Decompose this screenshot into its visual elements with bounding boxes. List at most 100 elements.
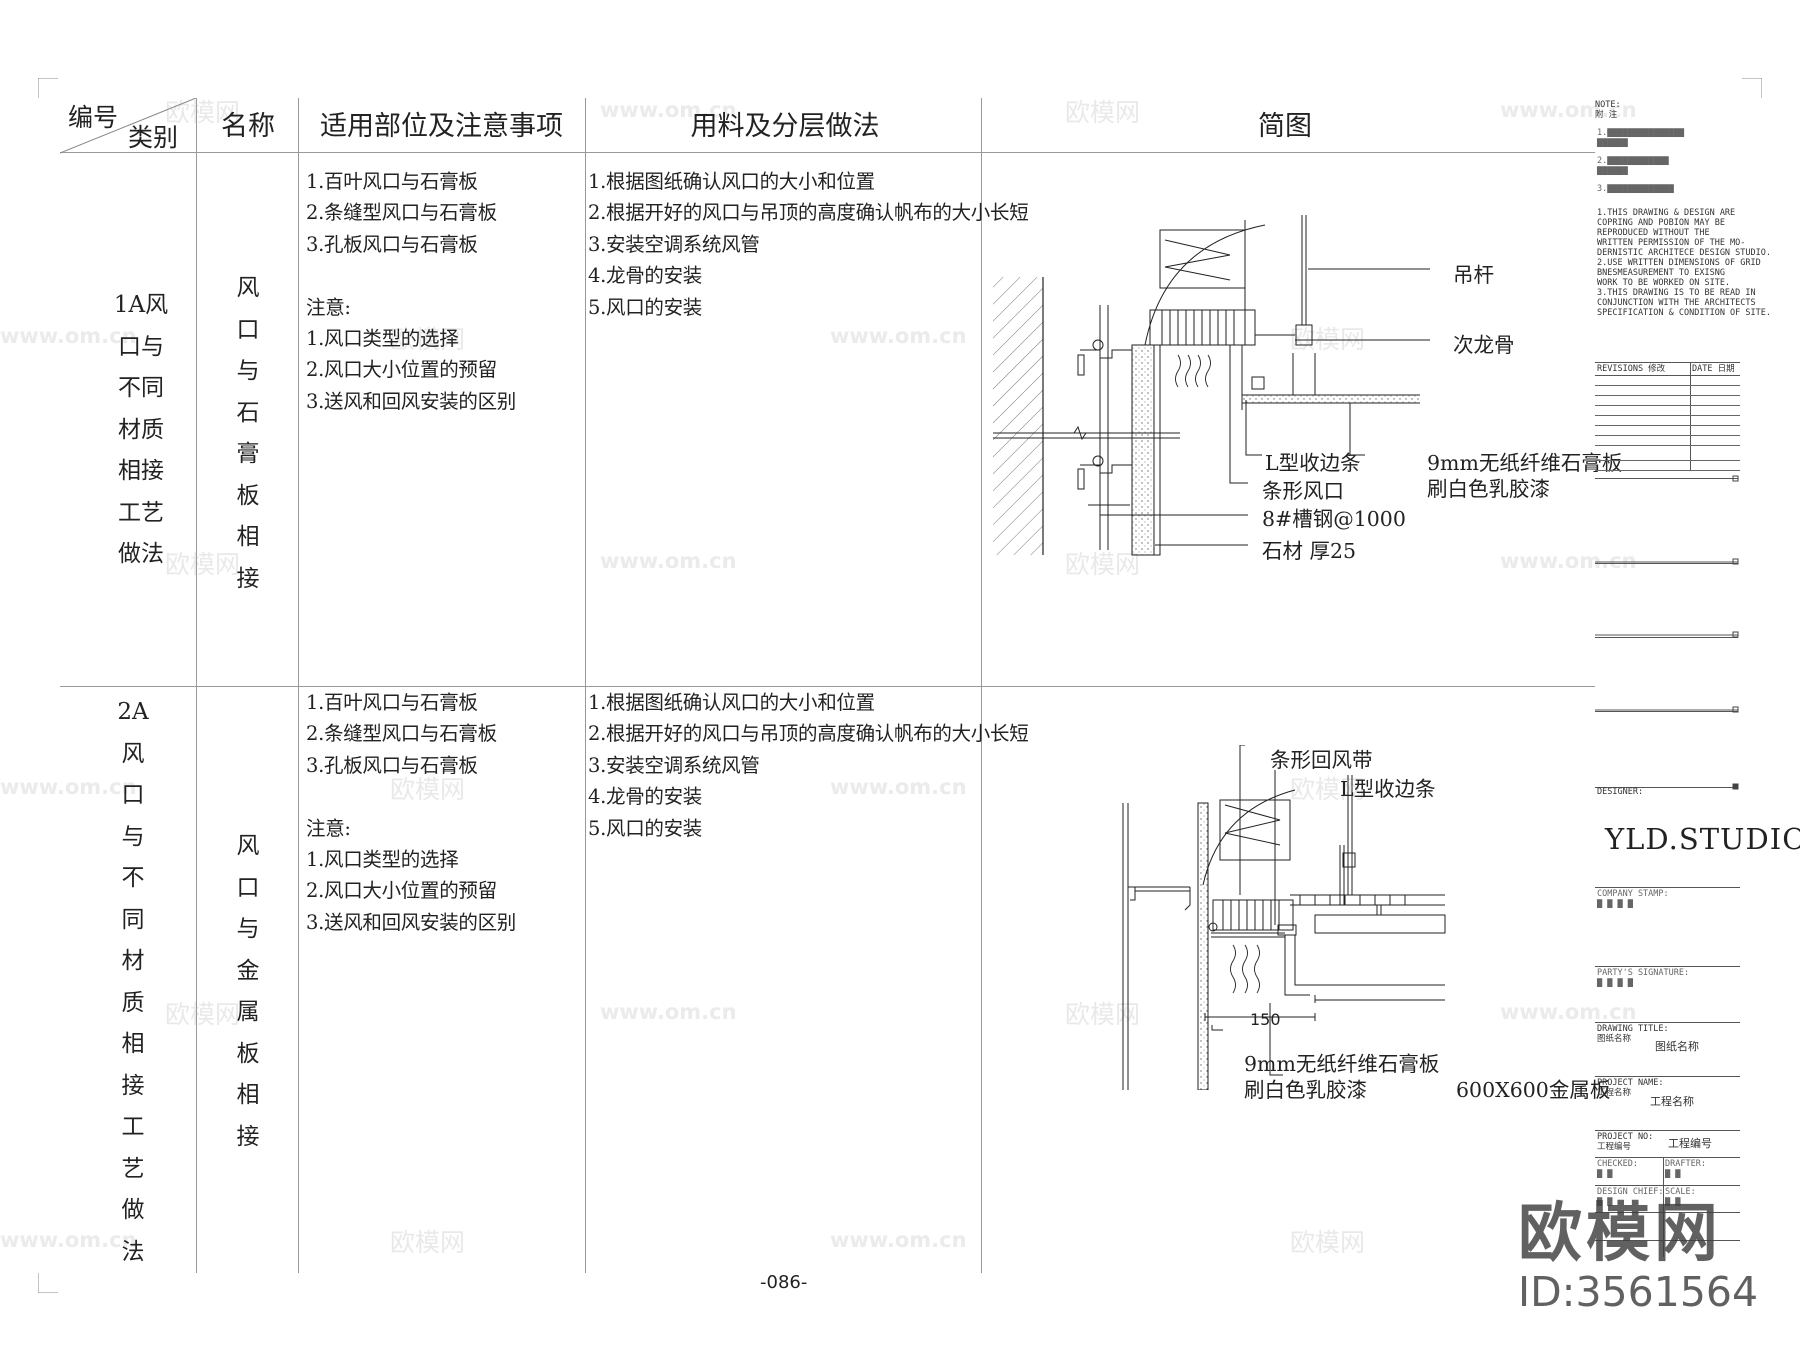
tb-cn-notes: 1.▇▇▇▇▇▇▇▇▇▇▇▇▇▇▇ ▇▇▇▇▇▇2.▇▇▇▇▇▇▇▇▇▇▇▇ ▇… <box>1597 128 1684 194</box>
watermark-site: www.om.cn <box>0 775 137 799</box>
watermark-id: ID:3561564 <box>1518 1268 1759 1316</box>
tb-designer-label: DESIGNER: <box>1597 787 1644 797</box>
row1-name: 风口与石膏板相接 <box>236 275 260 592</box>
tb-small: DESIGN CHIEF:▇ ▇ <box>1597 1187 1664 1207</box>
row1-method-list: 1.根据图纸确认风口的大小和位置 2.根据开好的风口与吊顶的高度确认帆布的大小长… <box>588 166 1029 323</box>
list-item: 2.根据开好的风口与吊顶的高度确认帆布的大小长短 <box>588 201 1029 225</box>
list-item: 1.百叶风口与石膏板 <box>306 691 478 714</box>
tb-rule <box>1595 425 1740 426</box>
list-item: 3.孔板风口与石膏板 <box>306 232 478 256</box>
watermark-site: www.om.cn <box>830 775 967 799</box>
column-rule <box>981 98 982 1273</box>
label-board: 9mm无纸纤维石膏板 <box>1244 1052 1440 1076</box>
list-item: 1.百叶风口与石膏板 <box>306 170 478 193</box>
list-item: 2.根据开好的风口与吊顶的高度确认帆布的大小长短 <box>588 722 1029 746</box>
tb-rule <box>1595 711 1738 712</box>
label-stone: 石材 厚25 <box>1262 539 1357 563</box>
row1-scope-list: 1.百叶风口与石膏板 2.条缝型风口与石膏板 3.孔板风口与石膏板 注意: 1.… <box>306 166 516 417</box>
list-item: 5.风口的安装 <box>588 295 703 319</box>
tb-rule <box>1595 445 1740 446</box>
tb-rule <box>1595 887 1740 888</box>
list-item: 3.安装空调系统风管 <box>588 753 760 777</box>
tb-rule <box>1595 395 1740 396</box>
watermark-site: www.om.cn <box>1500 1000 1637 1024</box>
label-dimension: 150 <box>1250 1010 1281 1029</box>
tb-rule <box>1595 375 1740 376</box>
tb-rule <box>1595 470 1740 471</box>
list-item: 3.送风和回风安装的区别 <box>306 910 517 934</box>
tb-rule <box>1595 415 1740 416</box>
list-item: 4.龙骨的安装 <box>588 785 703 809</box>
column-rule <box>298 98 299 1273</box>
note-title: 注意: <box>306 816 351 840</box>
tb-small: CHECKED:▇ ▇ <box>1597 1159 1638 1179</box>
list-item: 2.风口大小位置的预留 <box>306 358 497 382</box>
watermark-brand: 欧模网 <box>165 98 241 127</box>
watermark-brand: 欧模网 <box>390 1228 466 1257</box>
tb-note: NOTE:附 注 <box>1595 100 1621 120</box>
row2-detail-drawing <box>1122 745 1446 1090</box>
header-method: 用料及分层做法 <box>690 111 880 142</box>
list-item: 1.风口类型的选择 <box>306 326 459 350</box>
list-item: 3.送风和回风安装的区别 <box>306 389 517 413</box>
header-bottom-rule <box>60 152 1595 153</box>
label-l-trim: L型收边条 <box>1340 777 1436 801</box>
row2-name: 风口与金属板相接 <box>236 833 260 1150</box>
label-hanger: 吊杆 <box>1453 263 1494 287</box>
list-item: 5.风口的安装 <box>588 816 703 840</box>
tb-project-no: PROJECT NO:工程编号 <box>1597 1132 1654 1152</box>
header-number: 编号 <box>68 103 119 132</box>
corner-mark <box>1742 78 1762 98</box>
tb-small: PARTY'S SIGNATURE:▇ ▇ ▇ ▇ <box>1597 968 1690 988</box>
tb-rule <box>1595 1240 1740 1241</box>
tb-date: DATE 日期 <box>1692 364 1735 374</box>
tb-project-name: PROJECT NAME:工程名称 <box>1597 1078 1664 1098</box>
watermark-logo: 欧模网 <box>1518 1197 1722 1271</box>
label-board-finish: 刷白色乳胶漆 <box>1427 477 1550 501</box>
list-item: 2.条缝型风口与石膏板 <box>306 201 497 225</box>
label-metal-panel: 600X600金属板 <box>1456 1078 1611 1102</box>
tb-small: SCALE:▇ ▇ <box>1665 1187 1696 1207</box>
tb-rule <box>1595 966 1740 967</box>
page-number: -086- <box>760 1272 808 1293</box>
corner-mark <box>38 78 58 98</box>
header-diagram: 简图 <box>1258 111 1312 142</box>
header-scope: 适用部位及注意事项 <box>320 111 563 142</box>
watermark-brand: 欧模网 <box>165 1000 241 1029</box>
tb-edge-markers <box>1595 475 1739 790</box>
tb-rule <box>1595 362 1740 363</box>
tb-rule <box>1595 1022 1740 1023</box>
tb-rule <box>1595 385 1740 386</box>
tb-small: DRAFTER:▇ ▇ <box>1665 1159 1706 1179</box>
tb-rule <box>1595 1212 1740 1213</box>
label-l-trim: L型收边条 <box>1265 451 1361 475</box>
note-title: 注意: <box>306 295 351 319</box>
tb-rule <box>1595 563 1738 564</box>
tb-rule <box>1595 1076 1740 1077</box>
tb-rule <box>1595 1130 1740 1131</box>
watermark-site: www.om.cn <box>600 98 737 122</box>
corner-mark <box>38 1273 58 1293</box>
tb-drawing-title: DRAWING TITLE:图纸名称 <box>1597 1024 1669 1044</box>
tb-revisions: REVISIONS 修改 <box>1597 364 1666 374</box>
watermark-brand: 欧模网 <box>1290 1228 1366 1257</box>
list-item: 1.根据图纸确认风口的大小和位置 <box>588 691 875 714</box>
watermark-brand: 欧模网 <box>1290 775 1366 804</box>
header-name: 名称 <box>221 111 275 142</box>
tb-rule <box>1663 1157 1664 1257</box>
tb-rule <box>1595 405 1740 406</box>
label-channel-steel: 8#槽钢@1000 <box>1262 507 1406 531</box>
row1-category: 1A风口与不同材质相接工艺做法 <box>113 292 169 567</box>
label-secondary-keel: 次龙骨 <box>1453 333 1515 357</box>
watermark-site: www.om.cn <box>600 1000 737 1024</box>
header-diagonal <box>60 98 197 154</box>
tb-rule <box>1690 362 1691 470</box>
tb-rule <box>1595 637 1738 638</box>
tb-studio-name: YLD.STUDIO <box>1605 822 1800 856</box>
row-separator <box>60 686 1595 687</box>
label-board: 9mm无纸纤维石膏板 <box>1427 451 1623 475</box>
watermark-brand: 欧模网 <box>165 550 241 579</box>
label-strip-vent: 条形风口 <box>1262 479 1344 503</box>
tb-rule <box>1595 1157 1740 1158</box>
watermark-site: www.om.cn <box>600 549 737 573</box>
